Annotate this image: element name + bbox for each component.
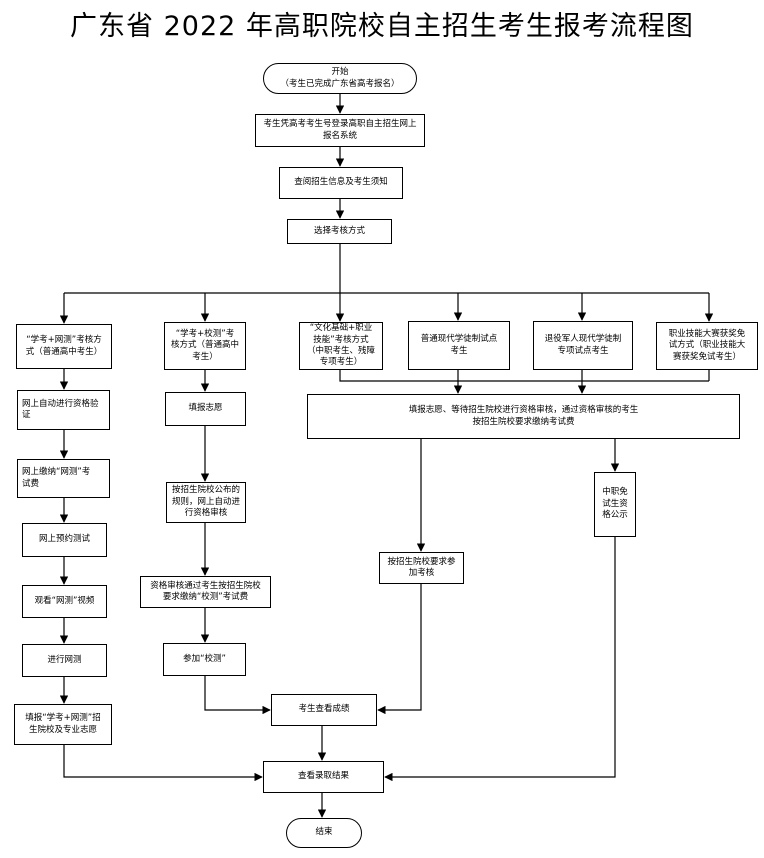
option-competition: 职业技能大赛获奖免 试方式（职业技能大 赛获奖免试考生）: [656, 322, 758, 370]
page-title: 广东省 2022 年高职院校自主招生考生报考流程图: [70, 11, 694, 42]
login-step: 考生凭高考考生号登录高职自主招生网上 报名系统: [255, 114, 425, 147]
option-vocational: “文化基础+职业 技能”考核方式 （中职考生、残障 专项考生）: [299, 322, 383, 370]
step-pay-online-test-fee: 网上缴纳“网测”考 试费: [17, 459, 110, 498]
step-take-school-test: 参加“校测”: [163, 643, 246, 676]
option-online-test: “学考+网测”考核方 式（普通高中考生）: [16, 324, 112, 369]
step-book-test: 网上预约测试: [22, 523, 107, 557]
step-fill-choices: 填报志愿: [165, 392, 246, 426]
step-fill-preferences: 填报“学考+网测”招 生院校及专业志愿: [14, 704, 112, 745]
step-check-score: 考生查看成绩: [271, 694, 377, 726]
step-auto-verify: 网上自动进行资格验 证: [17, 390, 110, 430]
option-apprentice: 普通现代学徒制试点 考生: [408, 321, 510, 370]
step-watch-video: 观看“网测”视频: [22, 585, 107, 618]
start-node: 开始 （考生已完成广东省高考报名）: [263, 63, 417, 94]
step-pay-school-test-fee: 资格审核通过考生按招生院校 要求缴纳“校测”考试费: [140, 576, 271, 608]
step-rule-review: 按招生院校公布的 规则，网上自动进 行资格审核: [166, 482, 246, 523]
step-take-online-test: 进行网测: [22, 644, 107, 677]
info-step: 查阅招生信息及考生须知: [279, 167, 403, 199]
step-attend-assessment: 按招生院校要求参 加考核: [379, 552, 464, 584]
step-exemption-notice: 中职免 试生资 格公示: [594, 472, 636, 537]
choose-step: 选择考核方式: [287, 219, 392, 244]
option-veteran: 退役军人现代学徒制 专项试点考生: [533, 321, 633, 370]
end-node: 结束: [286, 818, 362, 848]
step-check-admission: 查看录取结果: [263, 761, 384, 793]
step-qualification-review: 填报志愿、等待招生院校进行资格审核，通过资格审核的考生 按招生院校要求缴纳考试费: [307, 394, 740, 439]
option-school-test: “学考+校测”考 核方式（普通高中 考生）: [164, 322, 246, 370]
